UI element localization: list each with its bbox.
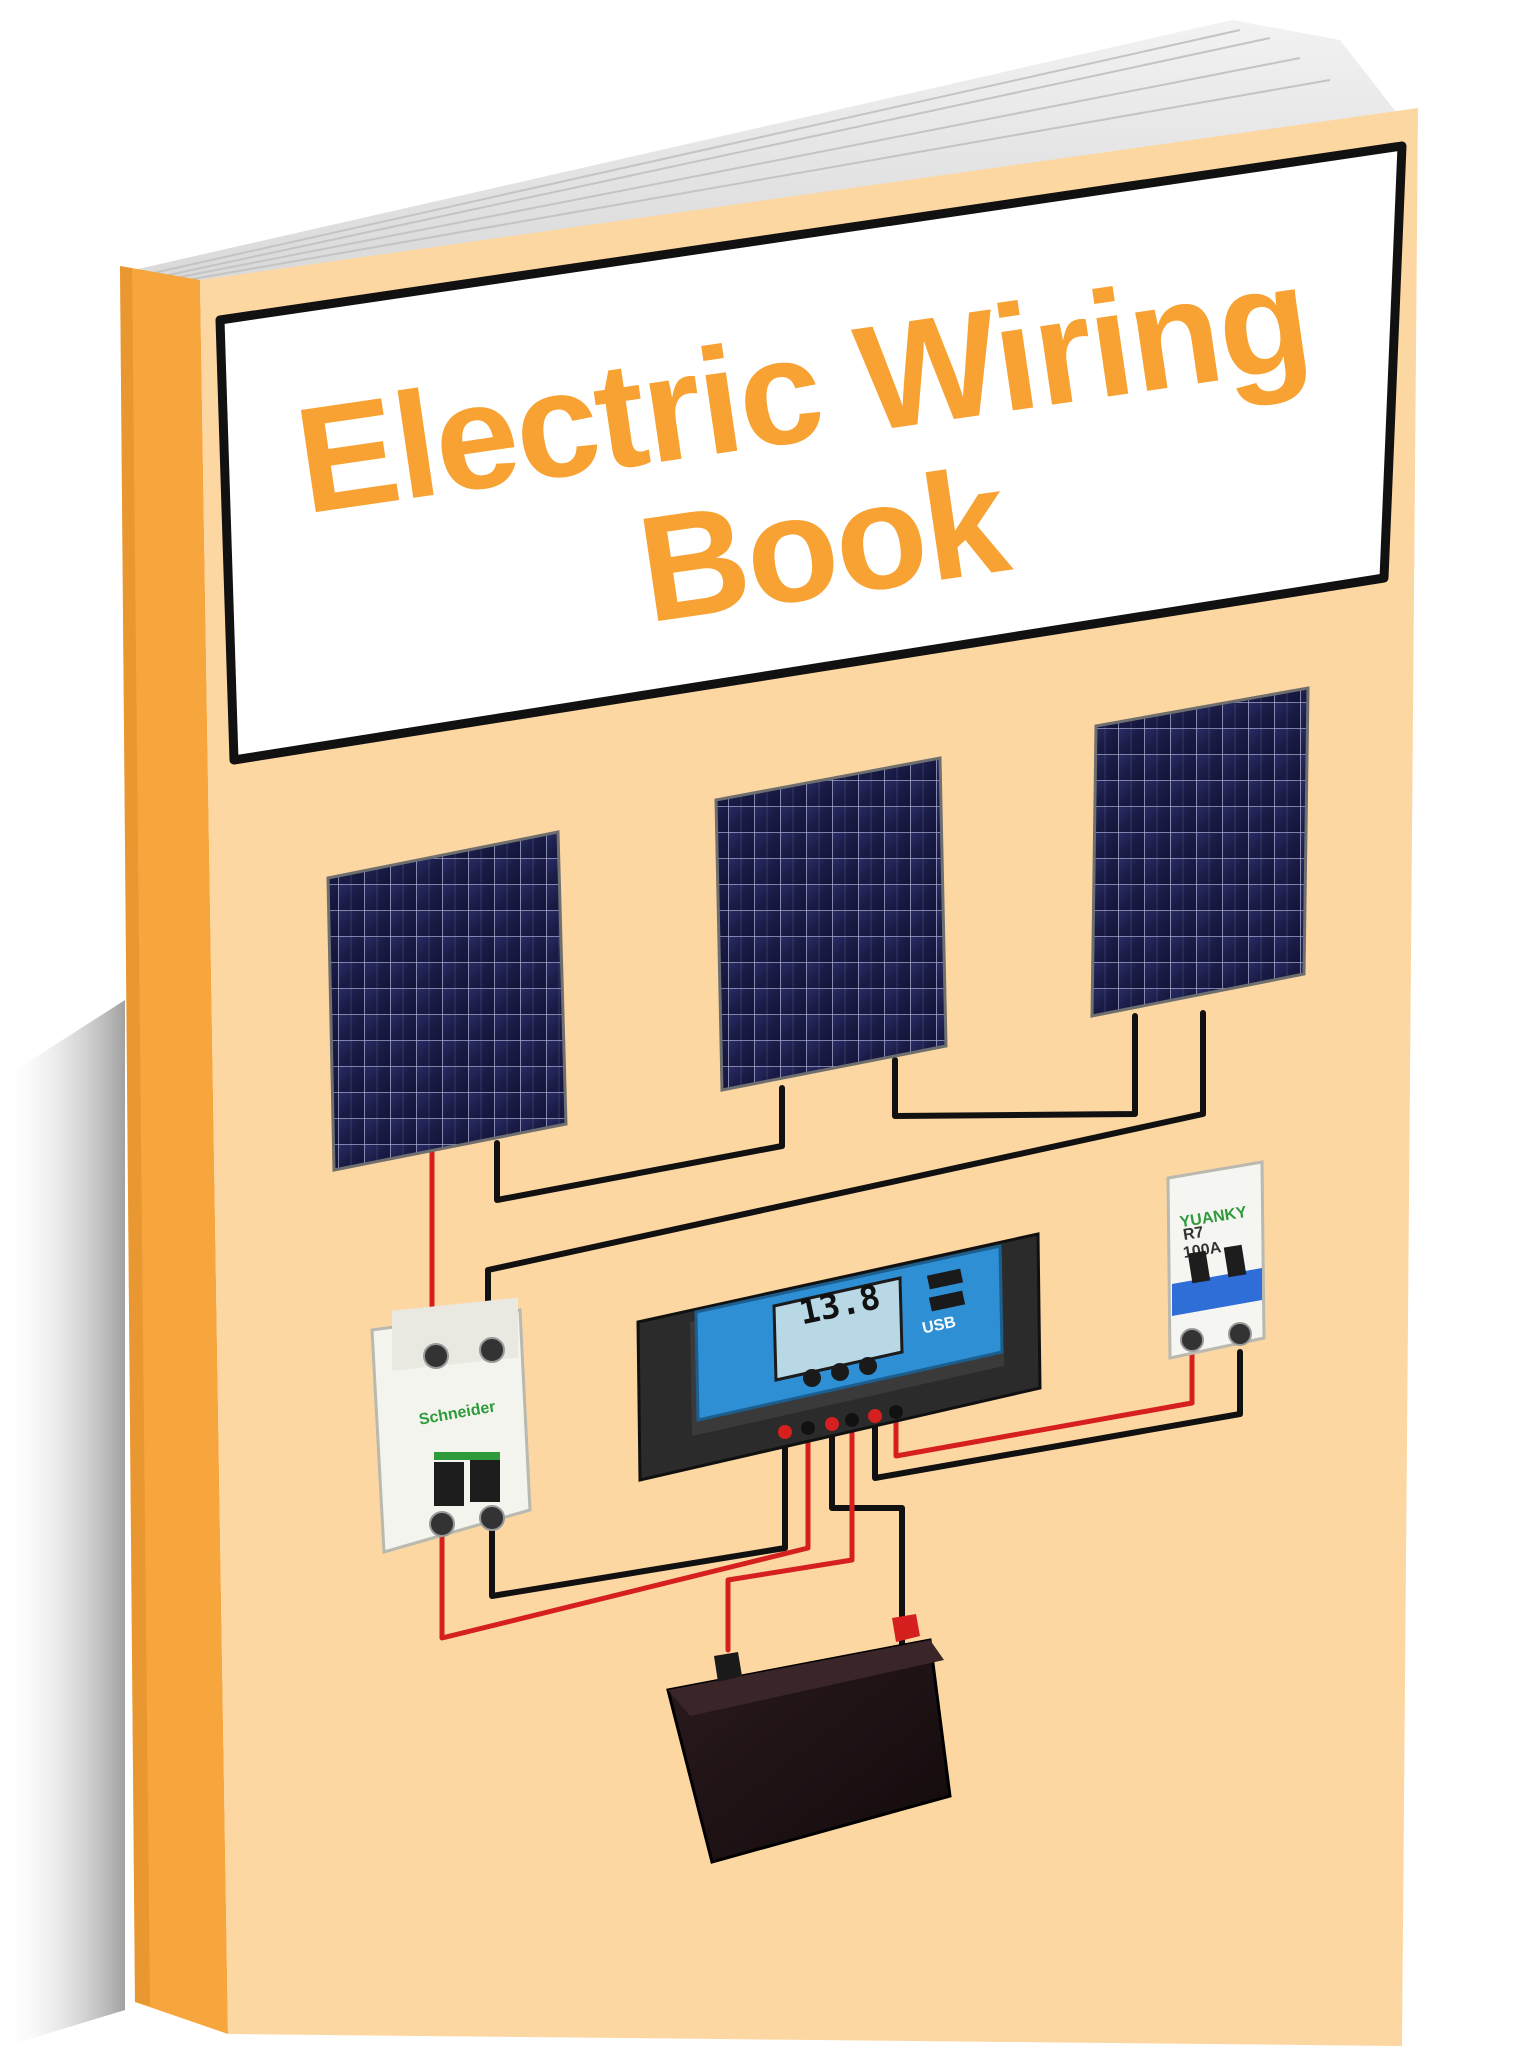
breaker-terminal-bottom-left bbox=[429, 1511, 455, 1537]
solar-panel-3 bbox=[1090, 686, 1310, 1018]
controller-button-middle bbox=[831, 1363, 849, 1381]
solar-charge-controller: 13.8 USB bbox=[636, 1232, 1042, 1482]
solar-panel-2 bbox=[714, 756, 948, 1092]
page-lines bbox=[139, 29, 1331, 284]
controller-lcd bbox=[772, 1276, 904, 1382]
book-spine bbox=[120, 266, 228, 2034]
usb-port-1 bbox=[926, 1268, 964, 1290]
battery-terminal-negative bbox=[714, 1652, 742, 1682]
controller-usb-label: USB bbox=[921, 1314, 958, 1338]
wire-red-controller-to-battery bbox=[725, 1417, 855, 1653]
wire-black-breaker-to-controller bbox=[489, 1429, 788, 1599]
breaker-terminal-bottom-right bbox=[479, 1505, 505, 1531]
breaker-terminal-top-right bbox=[479, 1337, 505, 1363]
wire-black-panel1-panel2 bbox=[494, 1085, 785, 1203]
breaker-terminal-top-left bbox=[423, 1343, 449, 1369]
left-circuit-breaker: Schneider bbox=[370, 1297, 532, 1554]
wire-black-panel2-panel3 bbox=[892, 1013, 1138, 1119]
solar-panel-1 bbox=[326, 830, 568, 1172]
wire-black-controller-to-right-breaker bbox=[872, 1349, 1243, 1481]
battery-terminal-positive bbox=[892, 1614, 920, 1642]
wiring bbox=[429, 1010, 1243, 1663]
battery bbox=[666, 1614, 952, 1864]
right-circuit-breaker: YUANKY R7 100A bbox=[1166, 1160, 1266, 1360]
controller-button-right bbox=[859, 1357, 877, 1375]
right-breaker-model: R7 bbox=[1182, 1224, 1205, 1244]
wire-black-controller-to-battery bbox=[829, 1423, 905, 1663]
book-shadow bbox=[0, 1000, 125, 2048]
usb-port-2 bbox=[928, 1290, 966, 1312]
controller-button-left bbox=[803, 1369, 821, 1387]
title-box bbox=[215, 141, 1407, 765]
wire-red-breaker-to-controller bbox=[439, 1427, 811, 1641]
wire-red-controller-to-right-breaker bbox=[893, 1347, 1195, 1459]
